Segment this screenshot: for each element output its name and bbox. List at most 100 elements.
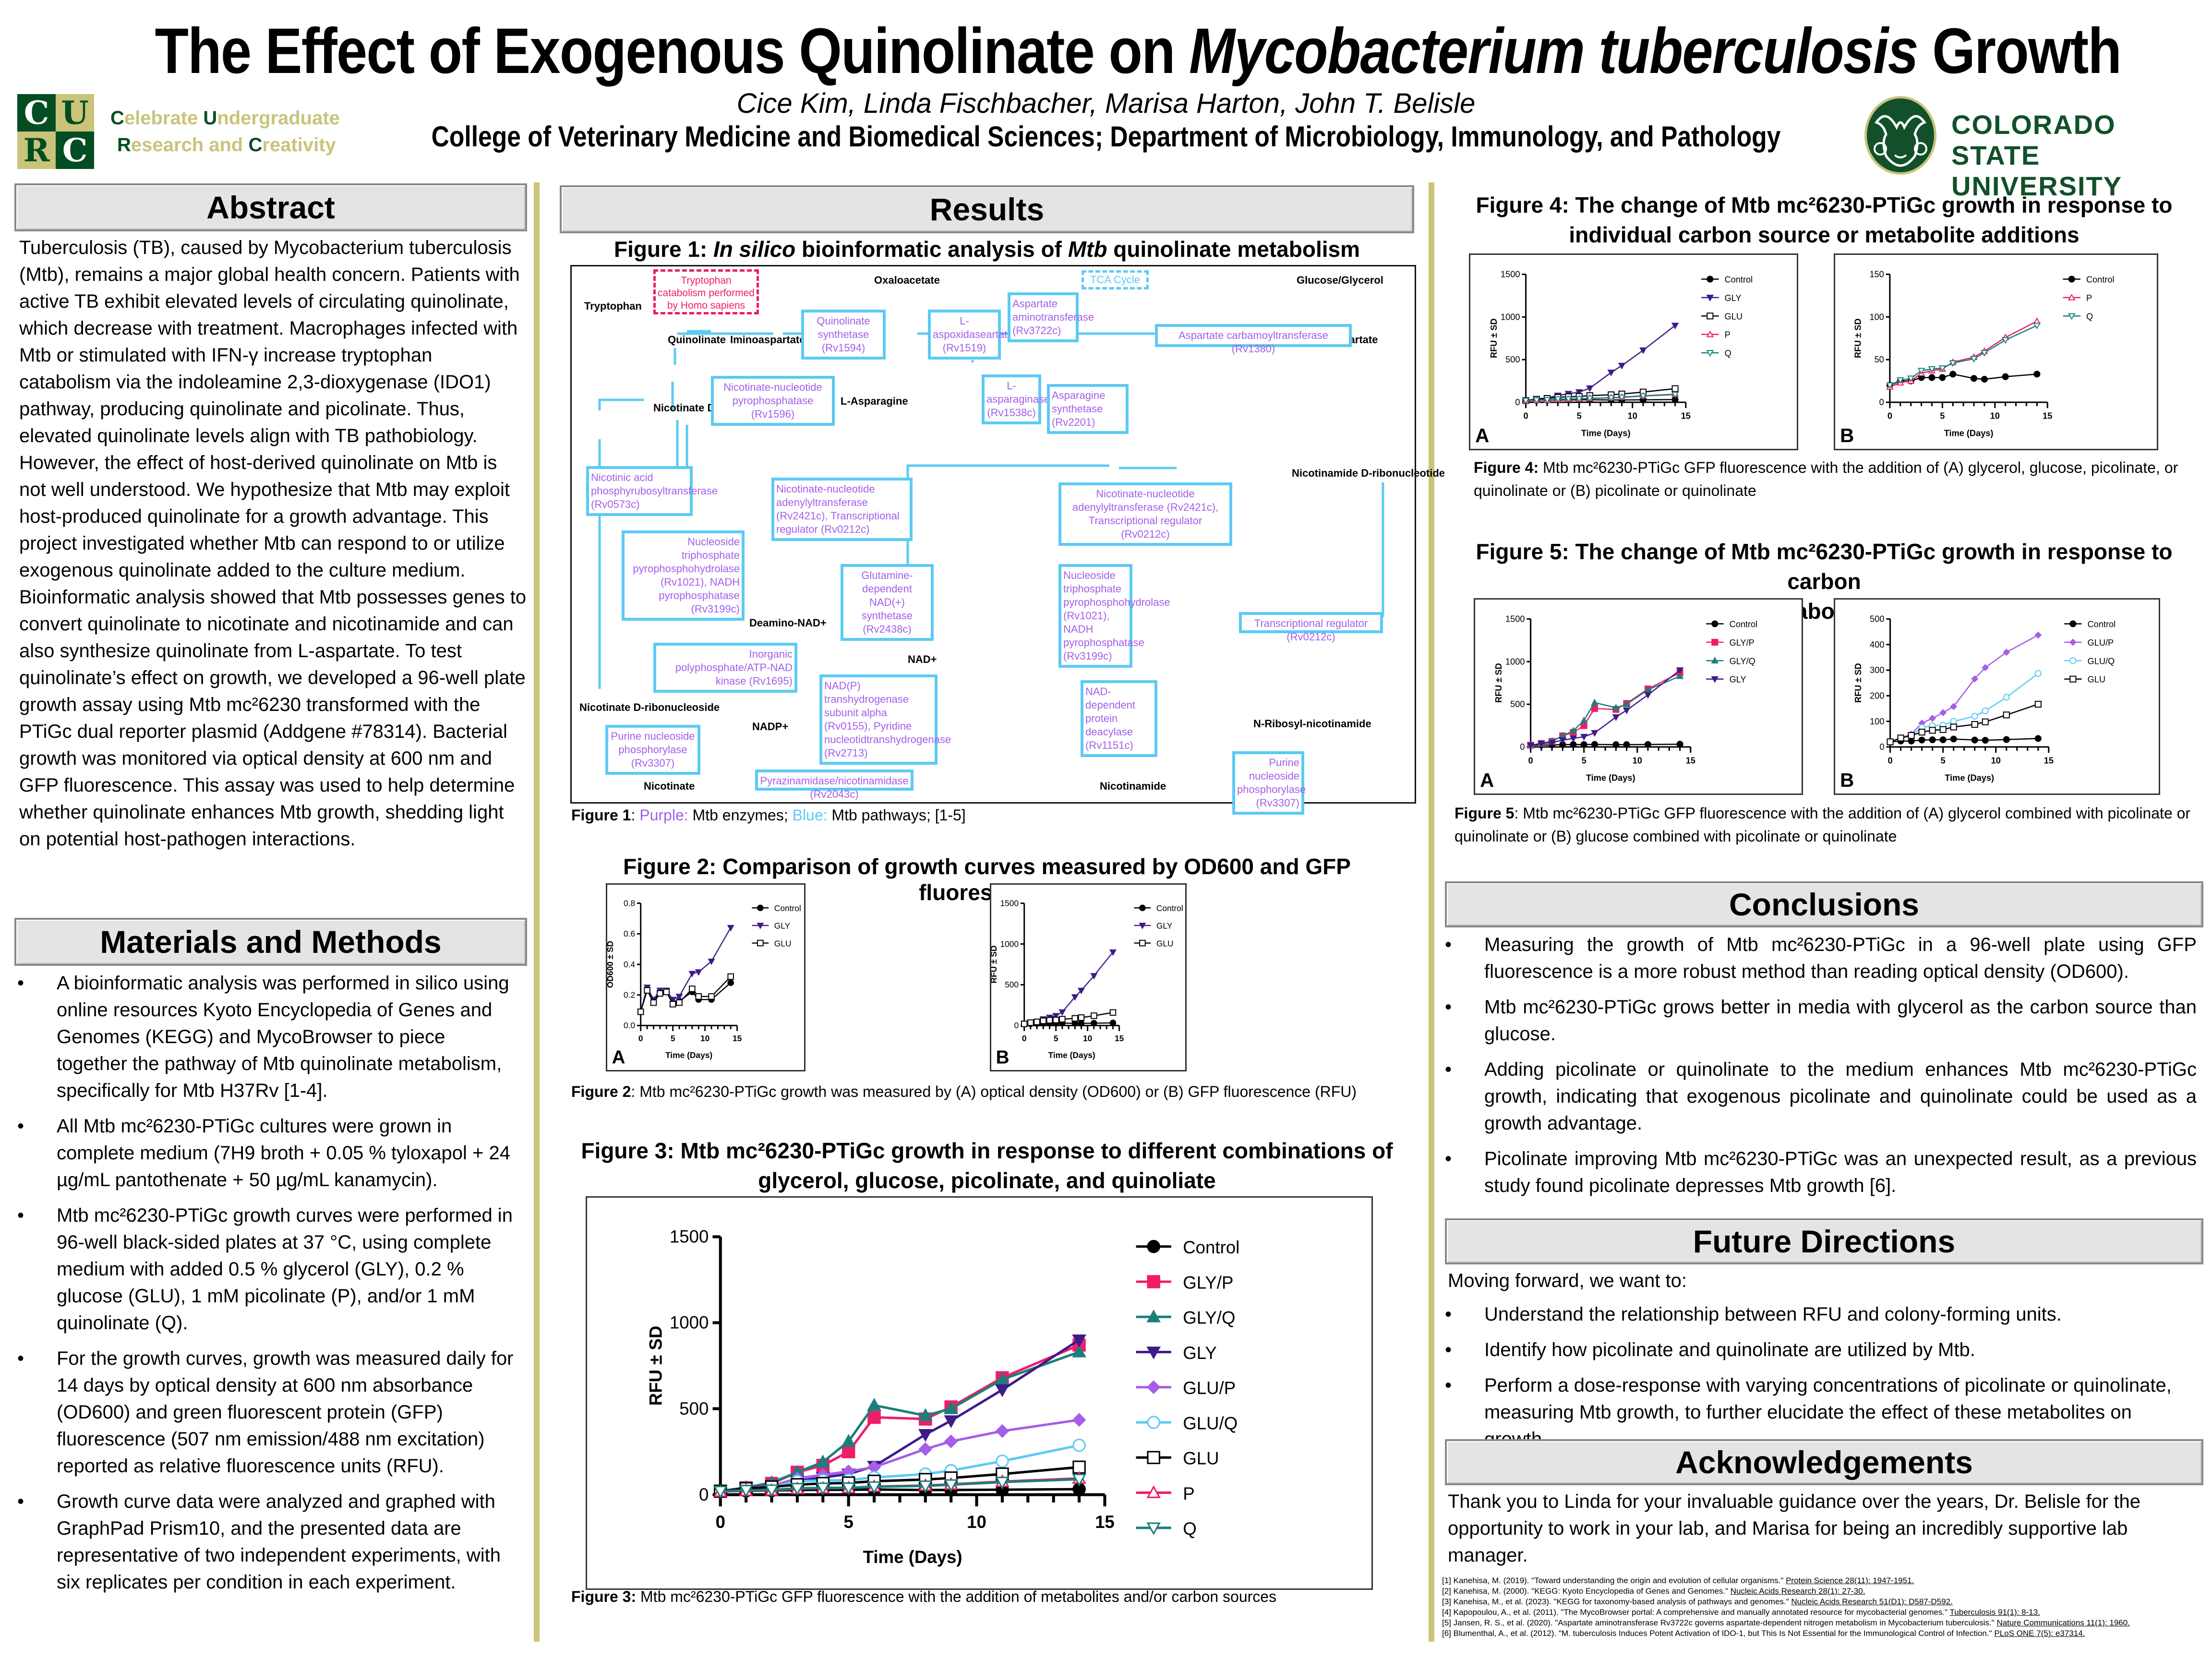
svg-text:500: 500 [1870,614,1884,624]
metabolite-nicotinamide: Nicotinamide [1100,780,1166,792]
svg-text:15: 15 [2044,756,2054,765]
svg-text:Time (Days): Time (Days) [863,1547,962,1567]
series-gly: GLY [1527,667,1746,749]
abstract-text: Tuberculosis (TB), caused by Mycobacteri… [19,237,527,850]
svg-text:Time (Days): Time (Days) [1586,773,1635,783]
svg-text:15: 15 [733,1034,742,1043]
tca-cycle-box: TCA Cycle [1082,270,1149,289]
reference-item: [5] Jansen, R. S., et al. (2020). "Aspar… [1442,1618,2130,1627]
series-control: Control [637,903,801,1015]
reference-link[interactable]: Nature Communications 11(1): 1960. [1996,1618,2130,1627]
svg-text:10: 10 [1083,1034,1092,1043]
future-intro: Moving forward, we want to: [1448,1270,1687,1291]
conclusions-heading: Conclusions [1445,881,2203,927]
reference-link[interactable]: Protein Science 28(11): 1947-1951. [1786,1576,1914,1585]
svg-text:GLU: GLU [1725,312,1743,321]
metabolite-deamino-nad: Deamino-NAD+ [749,617,827,629]
enzyme-box: Quinolinate synthetase (Rv1594) [801,310,886,360]
svg-text:Q: Q [2086,312,2093,321]
acknowledgements-heading: Acknowledgements [1445,1439,2203,1485]
svg-text:10: 10 [1991,756,2001,765]
svg-text:GLY/Q: GLY/Q [1183,1308,1235,1328]
fig3-caption: Figure 3: Mtb mc²6230-PTiGc GFP fluoresc… [571,1588,1277,1605]
svg-text:300: 300 [1870,665,1884,675]
csu-wordmark: COLORADO STATE UNIVERSITY [1951,109,2123,201]
svg-text:0.4: 0.4 [624,960,635,969]
column-divider [1429,182,1434,1642]
svg-text:150: 150 [1869,269,1884,279]
authors: Cice Kim, Linda Fischbacher, Marisa Hart… [736,88,1476,119]
svg-text:0: 0 [1520,742,1525,752]
series-control: Control [1887,620,2116,745]
svg-text:Control: Control [1156,903,1183,913]
series-control: Control [1522,275,1753,404]
enzyme-box: NAD(P) transhydrogenase subunit alpha (R… [819,674,951,765]
metabolite-glucose-glycerol: Glucose/Glycerol [1297,274,1383,286]
svg-text:GLU: GLU [2088,675,2105,685]
metabolite-nicotinate-d-ribonucleoside: Nicotinate D-ribonucleoside [579,701,720,713]
conclusion-item: Adding picolinate or quinolinate to the … [1438,1056,2197,1137]
affiliation: College of Veterinary Medicine and Biome… [431,120,1781,153]
enzyme-box: Inorganic polyphosphate/ATP-NAD kinase (… [653,643,797,693]
fig1-pathway-diagram: Tryptophan Quinolinate Iminoaspartate L-… [570,265,1445,815]
enzyme-box: Glutamine-dependent NAD(+) synthetase (R… [841,564,934,641]
enzyme-box: NAD-dependent protein deacylase (Rv1151c… [1081,680,1157,757]
svg-text:OD600 ± SD: OD600 ± SD [607,941,615,988]
series-control: Control [1527,620,1758,749]
reference-link[interactable]: Nucleic Acids Research 51(D1): D587-D592… [1791,1597,1953,1606]
metabolite-quinolinate: Quinolinate [668,334,726,346]
svg-text:1000: 1000 [1000,939,1019,949]
references: [1] Kanehisa, M. (2019). "Toward underst… [1442,1575,2205,1639]
svg-text:0: 0 [1014,1021,1019,1030]
svg-text:GLU: GLU [1156,938,1174,948]
svg-text:0.6: 0.6 [624,929,635,938]
svg-text:P: P [1725,330,1731,340]
svg-text:0: 0 [1888,756,1893,765]
svg-text:5: 5 [1577,411,1582,421]
svg-text:Control: Control [2086,275,2115,285]
metabolite-nadp: NADP+ [752,721,789,733]
svg-text:1000: 1000 [1505,657,1525,666]
svg-text:Q: Q [1183,1519,1197,1539]
enzyme-box: Nucleoside triphosphate pyrophosphohydro… [1058,564,1170,668]
reference-link[interactable]: Tuberculosis 91(1): 8-13. [1949,1608,2040,1617]
svg-text:15: 15 [1686,756,1695,765]
series-q: Q [1886,312,2093,389]
svg-text:15: 15 [1095,1512,1115,1532]
svg-text:0: 0 [699,1485,709,1504]
svg-text:B: B [1840,424,1854,446]
svg-text:Time (Days): Time (Days) [1581,429,1631,438]
curc-logo: C U R C [17,94,94,169]
ram-head-icon [1864,96,1936,175]
svg-text:Control: Control [1730,620,1758,629]
future-list: Understand the relationship between RFU … [1438,1301,2197,1461]
enzyme-box: L-aspoxidaseartate (Rv1519) [928,310,1013,360]
series-gly-q: GLY/Q [1527,656,1755,748]
svg-text:RFU ± SD: RFU ± SD [1489,318,1499,358]
reference-item: [3] Kanehisa, M., et al. (2023). "KEGG f… [1442,1597,1953,1606]
reference-link[interactable]: Nucleic Acids Research 28(1): 27-30. [1730,1587,1865,1596]
svg-text:500: 500 [679,1399,709,1419]
curc-logo-text: Celebrate Undergraduate Research and Cre… [110,108,340,156]
svg-text:10: 10 [967,1512,986,1532]
svg-text:Time (Days): Time (Days) [665,1050,712,1060]
svg-text:P: P [2086,293,2092,303]
conclusions-list: Measuring the growth of Mtb mc²6230-PTiG… [1438,931,2197,1208]
fig1-caption: Figure 1: Purple: Mtb enzymes; Blue: Mtb… [571,806,966,824]
enzyme-box: L-asparaginase (Rv1538c) [982,374,1050,424]
svg-text:5: 5 [843,1512,853,1532]
methods-item: Mtb mc²6230-PTiGc growth curves were per… [11,1202,519,1336]
svg-text:Time (Days): Time (Days) [1048,1050,1095,1060]
reference-link[interactable]: PLoS ONE 7(5): e37314. [1994,1629,2085,1638]
svg-text:Control: Control [1183,1238,1239,1257]
svg-text:10: 10 [700,1034,709,1043]
svg-text:Q: Q [1725,349,1731,358]
svg-text:10: 10 [1628,411,1637,421]
